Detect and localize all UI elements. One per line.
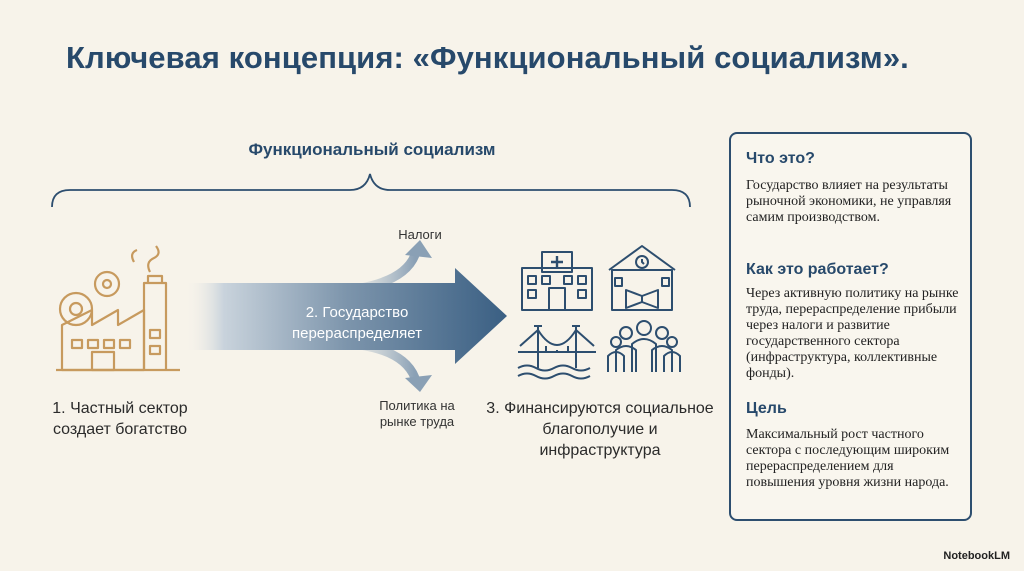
school-icon [608,245,676,311]
how-text: Через активную политику на рынке труда, … [746,286,959,381]
redistribution-arrow [185,268,507,364]
what-text: Государство влияет на результаты рыночно… [746,178,952,225]
financing-label: 3. Финансируются социальное благополучие… [486,400,714,459]
page-title: Ключевая концепция: «Функциональный соци… [66,40,909,75]
redistribution-label: 2. Государство перераспределяет [292,304,422,342]
private-sector-label: 1. Частный сектор создает богатство [52,400,188,438]
what-heading: Что это? [746,150,815,167]
labor-policy-branch-arrow [355,340,432,392]
bridge-icon [517,325,596,380]
people-icon [607,320,681,372]
goal-text: Максимальный рост частного сектора с пос… [746,427,950,490]
taxes-branch-arrow [355,240,432,293]
taxes-label: Налоги [398,227,442,242]
labor-policy-label: Политика на рынке труда [379,398,455,429]
brace-label: Функциональный социализм [248,140,496,159]
goal-heading: Цель [746,400,787,417]
info-panel [729,132,972,521]
hospital-icon [521,251,593,311]
how-heading: Как это работает? [746,261,889,278]
factory-icon [56,245,180,372]
brace-icon [51,173,691,208]
watermark-logo: NotebookLM [943,550,1010,562]
